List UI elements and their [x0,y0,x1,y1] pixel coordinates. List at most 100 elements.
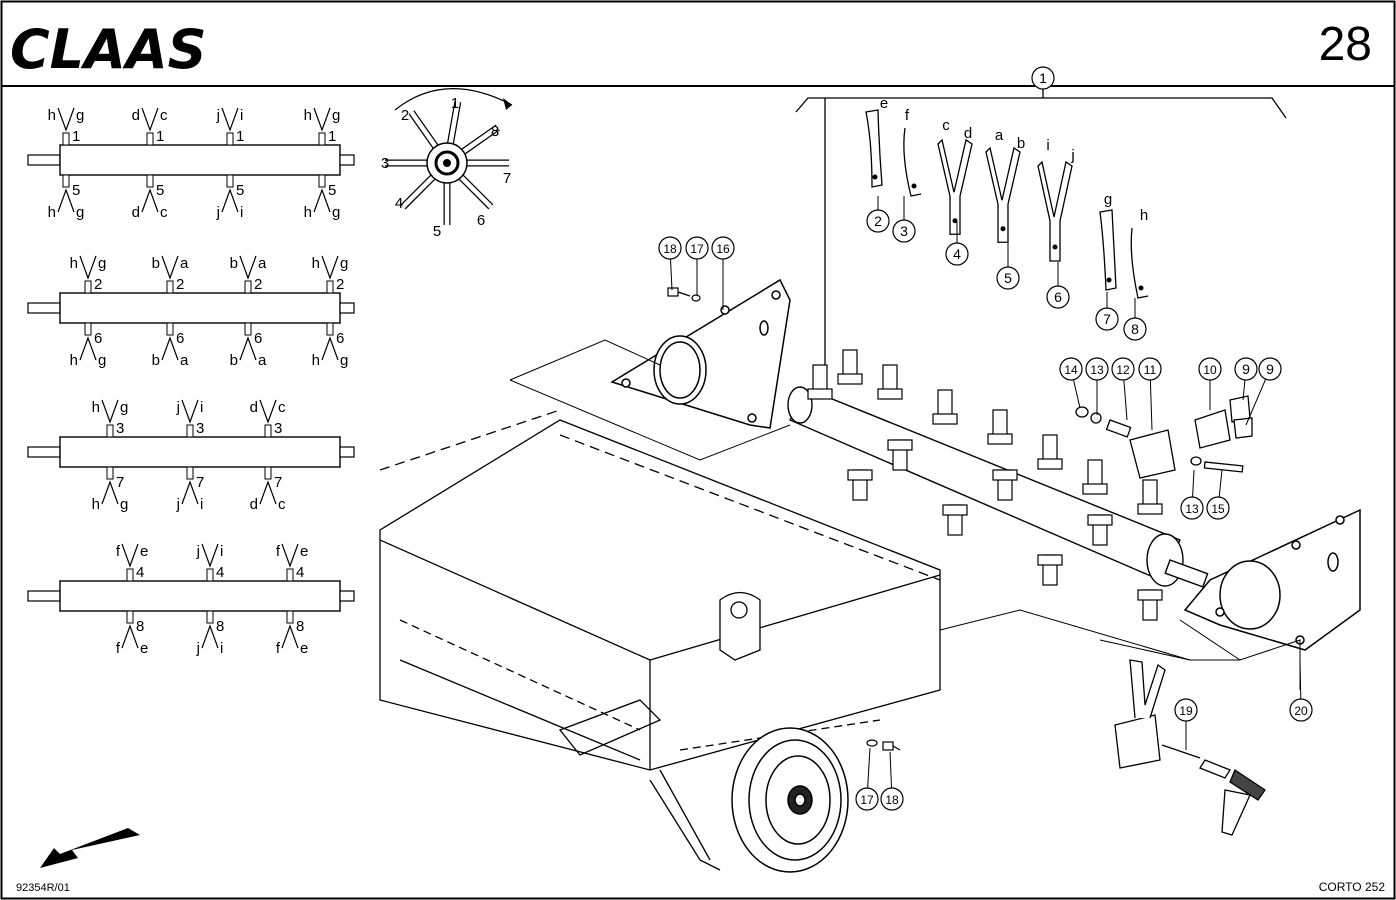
callout-number: 18 [885,793,899,807]
position-number: 1 [72,128,80,145]
blade-letter: i [240,107,243,124]
blade-letter: h [312,352,320,369]
blade-letter: i [200,399,203,416]
rotor-knife [932,389,958,425]
callout-number: 13 [1185,502,1199,516]
part-callout: 14 [1059,357,1083,381]
part-callout: 1 [1031,66,1055,90]
shaft-body [59,580,341,612]
baler-body [379,409,941,871]
blade-type-letter: i [1046,137,1049,154]
callout-number: 12 [1116,363,1130,377]
double-blade-drawing [1037,160,1073,262]
blade-type-letter: d [964,125,972,142]
direction-arrow [40,828,140,868]
position-number: 1 [328,128,336,145]
position-number: 7 [116,474,124,491]
position-number: 8 [296,618,304,635]
callout-number: 4 [953,246,961,262]
position-number: 7 [196,474,204,491]
arrowhead-icon [503,98,512,110]
shaft-body [59,144,341,176]
position-number: 6 [94,330,102,347]
blade-drawing [1130,227,1149,299]
blade-type-letter: a [995,127,1004,144]
wheel [731,727,849,873]
right-bearing-plate [1183,508,1361,651]
position-number: 5 [72,182,80,199]
blade-letter: a [258,255,267,272]
fasteners-bottom [866,739,901,751]
brand-logo: CLAAS [10,18,207,81]
blade-drawing [1099,209,1117,291]
blade-letter: d [250,399,258,416]
position-number: 5 [328,182,336,199]
position-number: 1 [236,128,244,145]
blade-letter: h [48,204,56,221]
part-callout: 4 [945,242,969,266]
callout-number: 1 [1039,70,1047,86]
part-callout: 18 [658,236,682,260]
callout-number: 17 [860,793,874,807]
rotor-position-label: 5 [433,223,441,240]
model-name: CORTO 252 [1319,880,1386,894]
drawing-reference: 92354R/01 [16,882,70,894]
position-number: 2 [94,276,102,293]
callout-number: 6 [1054,289,1062,305]
rotor-position-label: 3 [381,155,389,172]
callout-number: 7 [1103,311,1111,327]
position-number: 4 [296,564,304,581]
blade-drawing [903,127,922,197]
callout-number: 14 [1064,363,1078,377]
callout-number: 5 [1004,270,1012,286]
page-number: 28 [1319,18,1372,71]
fasteners-left [667,287,701,302]
part-callout: 16 [711,236,735,260]
position-number: 3 [116,420,124,437]
callout-number: 11 [1144,363,1157,377]
blade-letter: c [278,399,286,416]
position-number: 5 [236,182,244,199]
shaft-body [59,292,341,324]
part-callout: 13 [1180,496,1204,520]
part-callout: 5 [996,266,1020,290]
blade-letter: f [116,640,121,657]
rotor-knives [807,349,1163,621]
callout-number: 10 [1203,363,1217,377]
blade-letter: b [152,255,160,272]
blade-letter: h [48,107,56,124]
blade-type-letter: b [1017,135,1025,152]
position-number: 4 [136,564,144,581]
blade-letter: b [152,352,160,369]
part-callout: 18 [880,787,904,811]
blade-letter: i [240,204,243,221]
rotor-knife [1137,589,1163,621]
part-callout: 9 [1258,357,1282,381]
left-plate-outline [509,339,791,461]
knife-holder-parts [1075,395,1253,479]
callout-number: 16 [716,242,730,256]
blade-letter: i [200,496,203,513]
position-number: 3 [196,420,204,437]
part-callout: 17 [855,787,879,811]
callout-number: 17 [690,242,704,256]
rotor-knife [1037,434,1063,470]
callout-number: 18 [663,242,677,256]
position-number: 2 [176,276,184,293]
rotor-knife [1137,479,1163,515]
blade-type-letter: g [1104,191,1112,208]
position-number: 5 [156,182,164,199]
shaft-body [59,436,341,468]
